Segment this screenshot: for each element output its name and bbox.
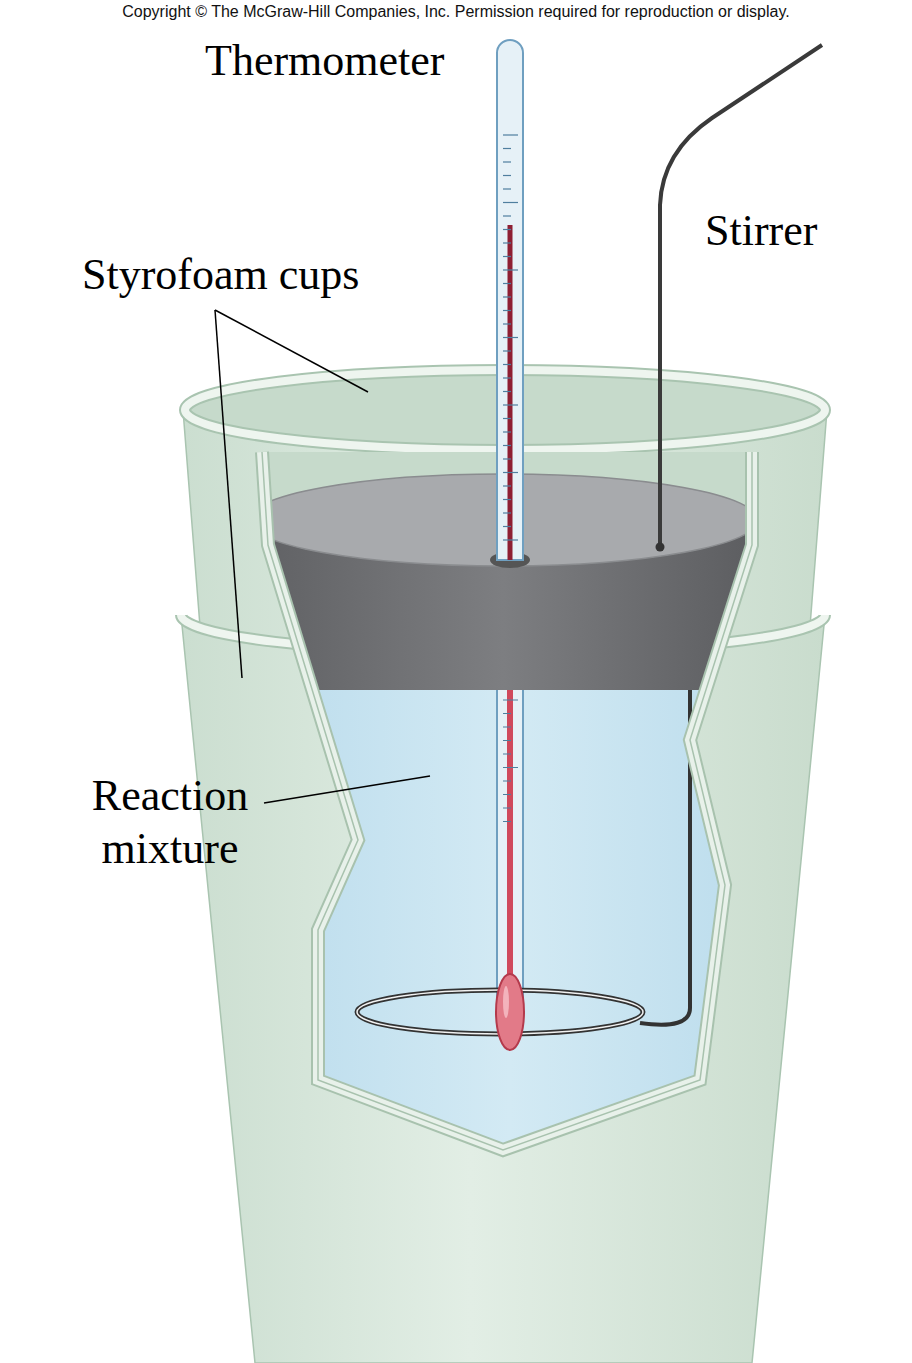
tick-mark (503, 726, 511, 727)
tick-mark (503, 431, 511, 432)
stirrer-wire (640, 690, 690, 1025)
part-label: Styrofoam cups (82, 250, 359, 301)
part-label: Reaction mixture (70, 770, 270, 876)
tick-mark (503, 404, 518, 405)
tick-mark (503, 215, 511, 216)
tick-mark (503, 310, 511, 311)
tick-mark (503, 539, 518, 540)
leader-line (264, 776, 430, 803)
copyright-notice: Copyright © The McGraw-Hill Companies, I… (4, 2, 908, 21)
thermometer-scale (503, 135, 518, 540)
tick-mark (503, 323, 511, 324)
tick-mark (503, 269, 518, 270)
tick-mark (503, 485, 511, 486)
tick-mark (503, 526, 511, 527)
tick-mark (503, 283, 511, 284)
tick-mark (503, 767, 518, 768)
tick-mark (503, 350, 511, 351)
tick-mark (503, 364, 511, 365)
thermometer-column (508, 225, 513, 560)
leader-line (215, 310, 242, 678)
thermometer-scale (503, 700, 518, 822)
tick-mark (503, 780, 511, 781)
tick-mark (503, 337, 518, 338)
tick-mark (503, 499, 511, 500)
part-label: Thermometer (205, 36, 444, 87)
tick-mark (503, 202, 518, 203)
tick-mark (503, 229, 511, 230)
tick-mark (503, 148, 511, 149)
tick-mark (503, 445, 511, 446)
tick-mark (503, 175, 511, 176)
part-label: Stirrer (705, 206, 817, 257)
tick-mark (503, 391, 511, 392)
tick-mark (503, 256, 511, 257)
tick-mark (503, 699, 518, 700)
tick-mark (503, 458, 511, 459)
tick-mark (503, 418, 511, 419)
tick-mark (503, 377, 511, 378)
thermometer-tube (497, 680, 523, 1000)
tick-mark (503, 161, 511, 162)
tick-mark (503, 242, 511, 243)
tick-mark (503, 188, 511, 189)
bulb-highlight (503, 986, 509, 1018)
lower-cup (181, 615, 825, 1363)
leader-line (215, 310, 368, 392)
tick-mark (503, 134, 518, 135)
stirrer-wire (660, 45, 822, 547)
tick-mark (503, 807, 511, 808)
tick-mark (503, 753, 511, 754)
tick-mark (503, 296, 511, 297)
tick-mark (503, 472, 518, 473)
tick-mark (503, 794, 511, 795)
tick-mark (503, 821, 511, 822)
thermometer-column (507, 680, 513, 1000)
thermometer-bulb (496, 974, 524, 1050)
tick-mark (503, 740, 511, 741)
tick-mark (503, 713, 511, 714)
tick-mark (503, 512, 511, 513)
thermometer-tube (497, 40, 523, 560)
stirrer-hole (656, 543, 665, 552)
